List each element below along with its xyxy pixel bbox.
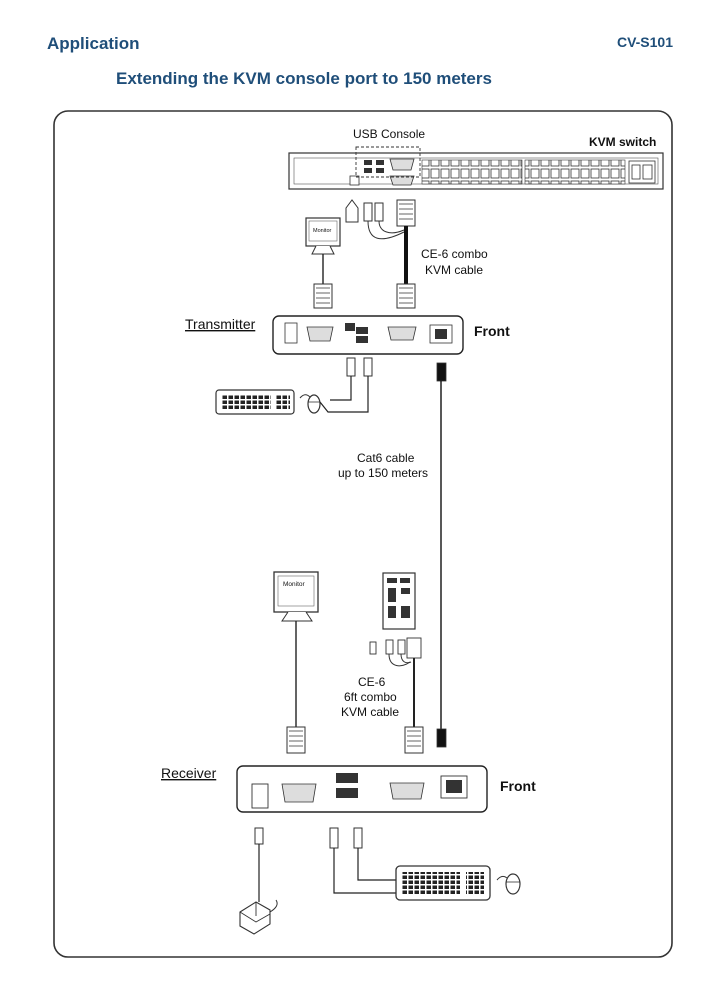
ce6-combo-label: CE-6 combo [421,247,488,261]
combo-cable-connectors-top [345,199,416,227]
transmitter-label: Transmitter [185,316,256,332]
ce6-label: CE-6 [358,675,386,689]
cat6-plug-bottom [436,728,447,748]
usb-console-label: USB Console [353,127,425,141]
receiver-device [236,765,488,813]
page-subtitle: Extending the KVM console port to 150 me… [116,69,492,88]
diagram-frame [53,110,673,958]
model-number: CV-S101 [616,34,673,50]
power-adapter-icon [239,899,278,935]
cat6-distance-label: up to 150 meters [338,466,428,480]
cat6-cable-label: Cat6 cable [357,451,415,465]
power-plug-icon [254,827,264,845]
usb-console-highlight [355,146,421,178]
monitor-top-icon: Monitor [305,217,341,255]
section-title: Application [47,34,140,53]
receiver-label: Receiver [161,765,217,781]
mouse-bottom-icon [496,873,521,895]
six-ft-combo-label: 6ft combo [344,690,397,704]
front-label-transmitter: Front [474,323,510,339]
transmitter-device [272,315,464,355]
kvm-switch-label: KVM switch [589,135,656,149]
kvm-switch-device [288,152,664,190]
kvm-cable-label-top: KVM cable [425,263,483,277]
svg-text:Monitor: Monitor [313,228,332,234]
computer-tower-icon [382,572,416,630]
front-label-receiver: Front [500,778,536,794]
mouse-top-icon [299,394,321,414]
monitor-bottom-icon: Monitor [273,571,319,622]
keyboard-top-icon [215,389,295,415]
cat6-plug-top [436,362,447,382]
kvm-cable-label-bottom: KVM cable [341,705,399,719]
keyboard-bottom-icon [395,865,491,901]
svg-text:Monitor: Monitor [283,581,306,588]
